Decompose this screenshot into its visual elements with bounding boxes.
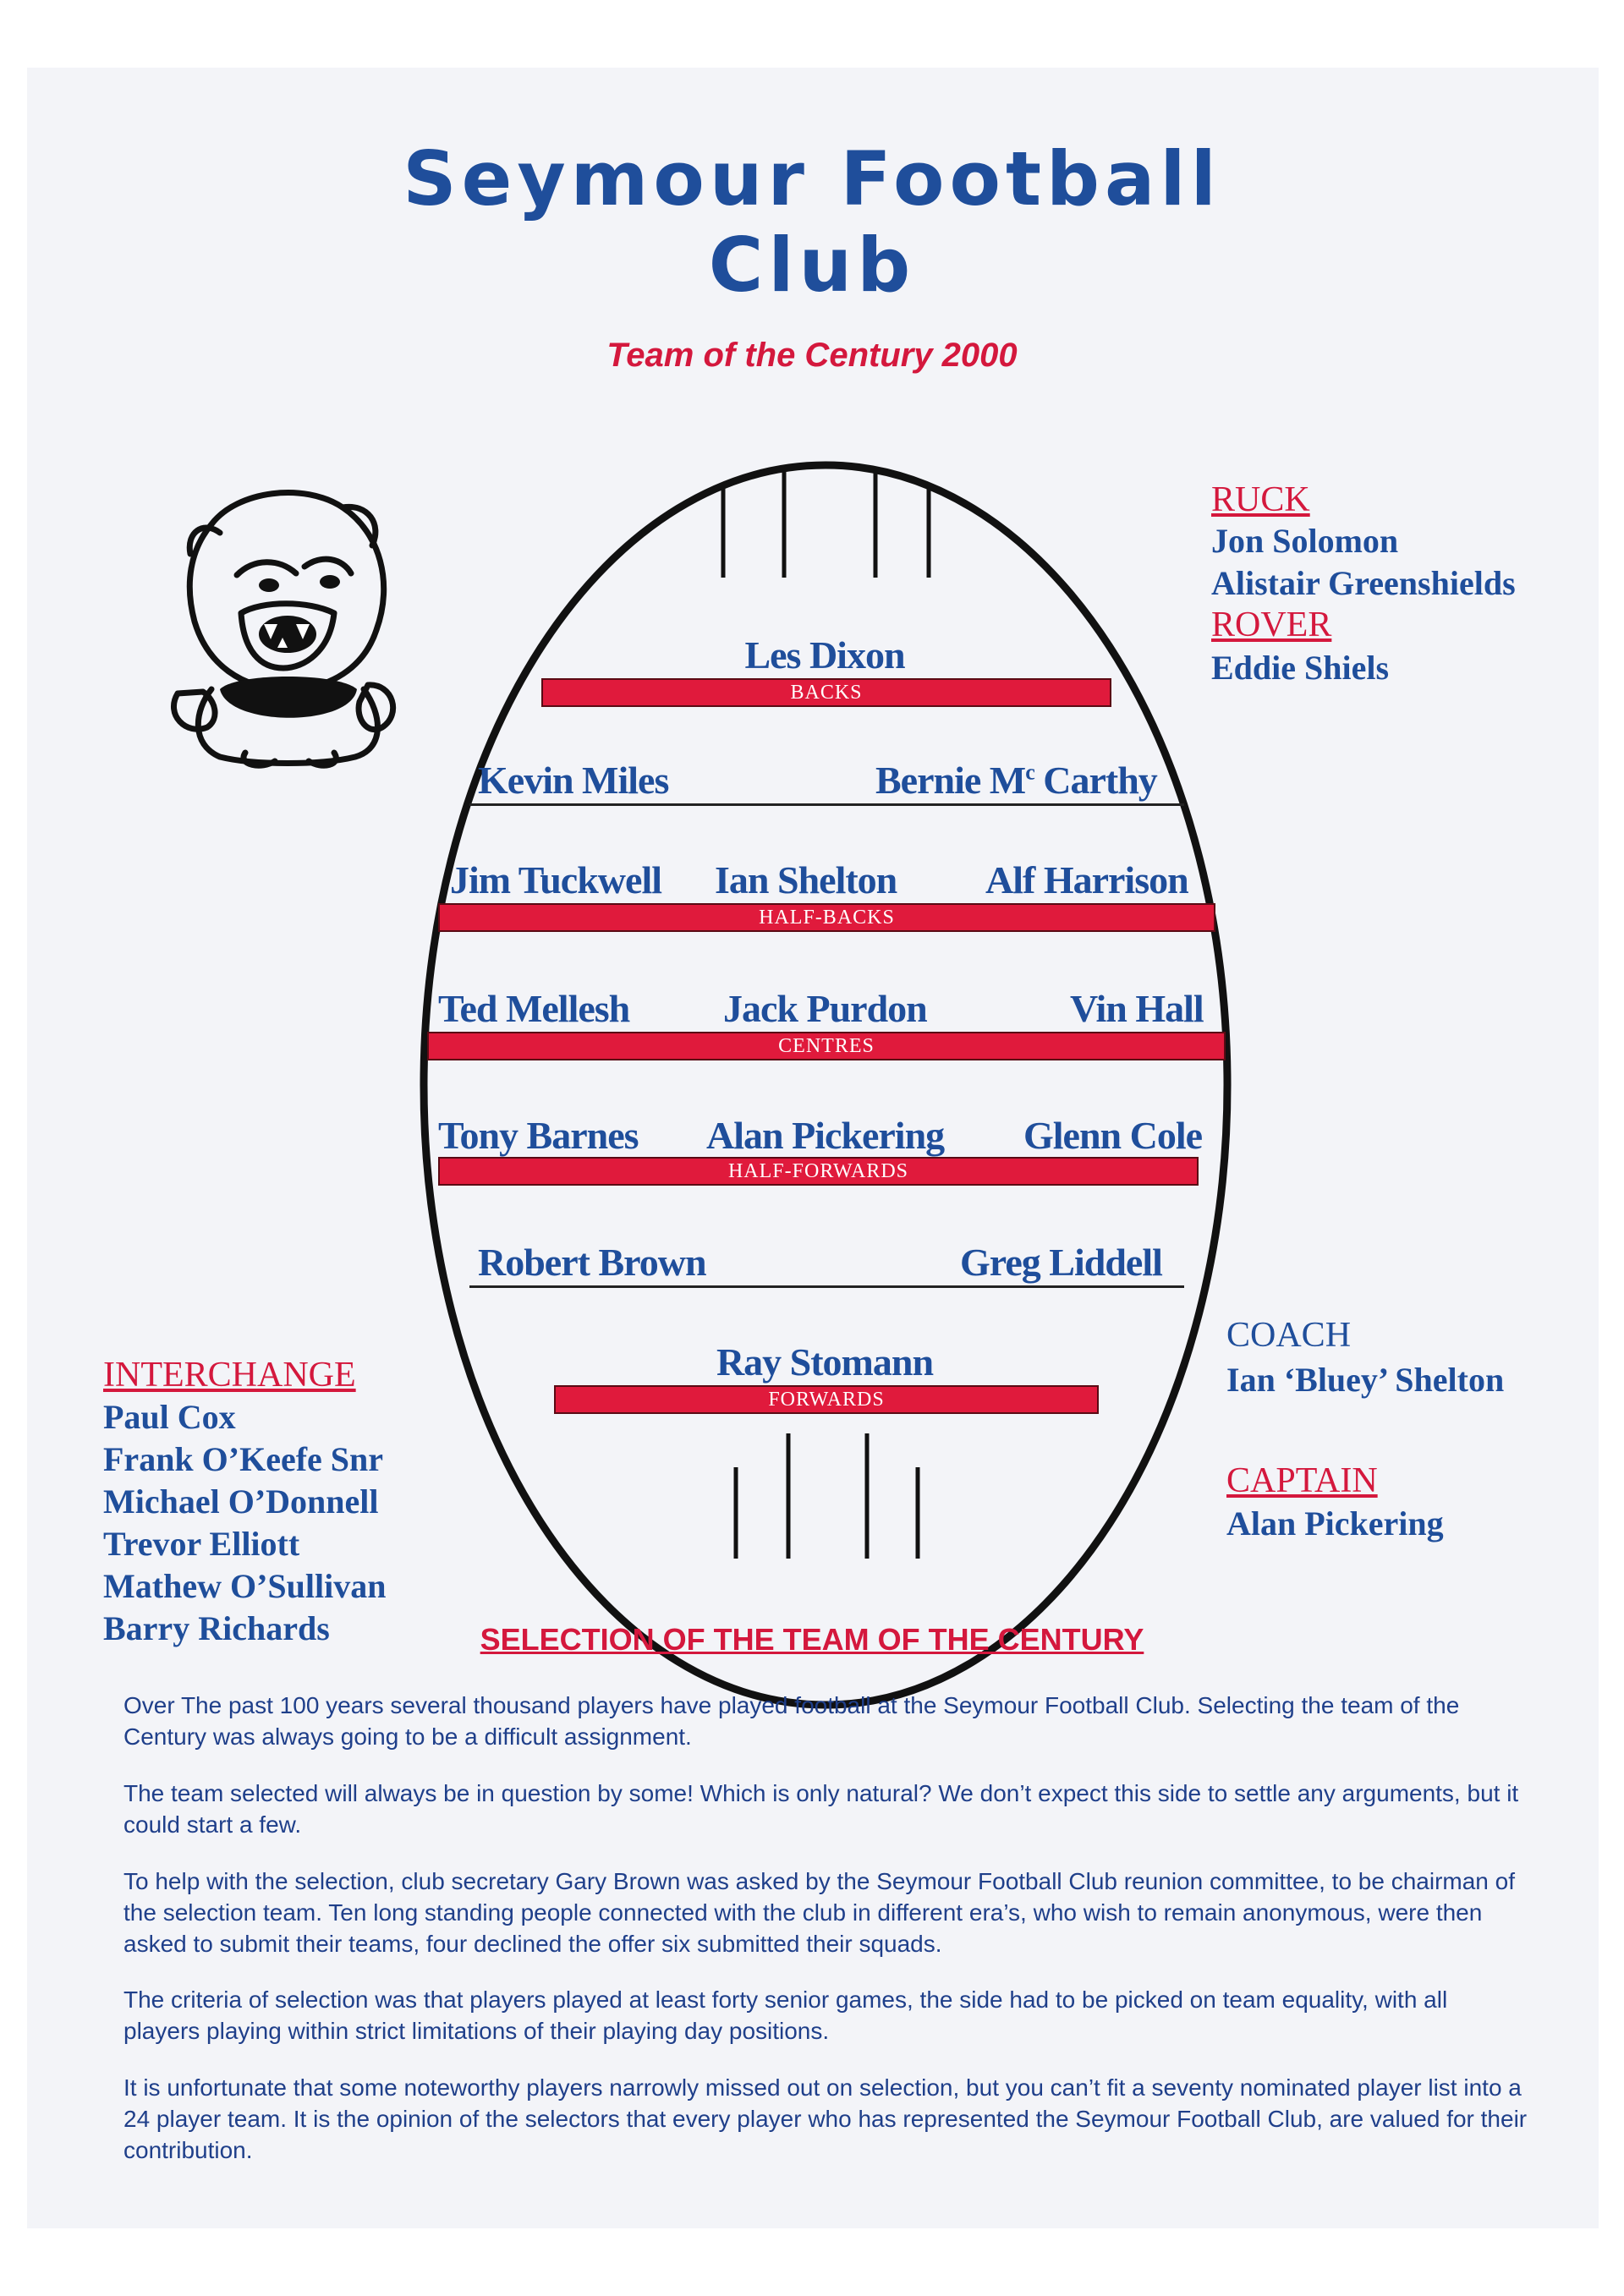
- document-page: [27, 68, 1599, 2228]
- player-full-back: Les Dixon: [744, 633, 905, 677]
- interchange-player: Mathew O’Sullivan: [103, 1567, 387, 1605]
- player-half-forward-left: Tony Barnes: [438, 1114, 639, 1157]
- position-bar-half-forwards: HALF-FORWARDS: [438, 1157, 1199, 1186]
- rover-player: Eddie Shiels: [1211, 649, 1390, 687]
- interchange-player: Frank O’Keefe Snr: [103, 1440, 384, 1478]
- line-back-pockets: [469, 803, 1184, 806]
- player-full-forward: Ray Stomann: [716, 1340, 934, 1384]
- captain-heading: CAPTAIN: [1226, 1461, 1378, 1500]
- interchange-player: Paul Cox: [103, 1398, 236, 1436]
- player-wing-right: Vin Hall: [1070, 987, 1204, 1030]
- position-bar-half-backs: HALF-BACKS: [438, 903, 1215, 932]
- player-back-pocket-left: Kevin Miles: [478, 759, 669, 802]
- interchange-player: Michael O’Donnell: [103, 1482, 379, 1521]
- selection-paragraph: The team selected will always be in ques…: [123, 1780, 1519, 1838]
- position-bar-forwards: FORWARDS: [554, 1385, 1099, 1414]
- club-title-line2: Club: [708, 222, 916, 309]
- player-half-back-left: Jim Tuckwell: [450, 858, 662, 901]
- player-half-back-right: Alf Harrison: [985, 858, 1189, 901]
- player-forward-pocket-right: Greg Liddell: [960, 1241, 1163, 1284]
- position-bar-backs: BACKS: [541, 678, 1111, 707]
- player-wing-left: Ted Mellesh: [438, 987, 630, 1030]
- player-forward-pocket-left: Robert Brown: [478, 1241, 707, 1284]
- captain-name: Alan Pickering: [1226, 1504, 1444, 1543]
- position-bar-centres: CENTRES: [427, 1032, 1226, 1060]
- selection-heading: SELECTION OF THE TEAM OF THE CENTURY: [480, 1622, 1144, 1657]
- coach-heading: COACH: [1226, 1316, 1352, 1355]
- interchange-player: Trevor Elliott: [103, 1525, 300, 1563]
- selection-paragraph: It is unfortunate that some noteworthy p…: [123, 2074, 1528, 2163]
- player-centre-half-back: Ian Shelton: [715, 858, 897, 901]
- subtitle: Team of the Century 2000: [606, 337, 1018, 374]
- interchange-player: Barry Richards: [103, 1609, 330, 1647]
- selection-paragraph: To help with the selection, club secreta…: [123, 1868, 1516, 1957]
- ruck-player: Jon Solomon: [1211, 522, 1399, 560]
- line-forward-pockets: [469, 1285, 1184, 1288]
- player-centre-half-forward: Alan Pickering: [706, 1114, 945, 1157]
- selection-paragraph: The criteria of selection was that playe…: [123, 1986, 1448, 2044]
- player-back-pocket-right: Bernie Mc Carthy: [875, 759, 1158, 802]
- rover-heading: ROVER: [1211, 606, 1332, 644]
- selection-paragraph: Over The past 100 years several thousand…: [123, 1692, 1460, 1750]
- bulldog-mascot-icon: [171, 490, 397, 769]
- coach-name: Ian ‘Bluey’ Shelton: [1226, 1361, 1505, 1399]
- ruck-heading: RUCK: [1211, 480, 1310, 519]
- player-half-forward-right: Glenn Cole: [1023, 1114, 1203, 1157]
- ruck-player: Alistair Greenshields: [1211, 564, 1516, 602]
- interchange-heading: INTERCHANGE: [103, 1356, 356, 1395]
- player-centre: Jack Purdon: [723, 987, 928, 1030]
- club-title-line1: Seymour Football: [403, 135, 1221, 222]
